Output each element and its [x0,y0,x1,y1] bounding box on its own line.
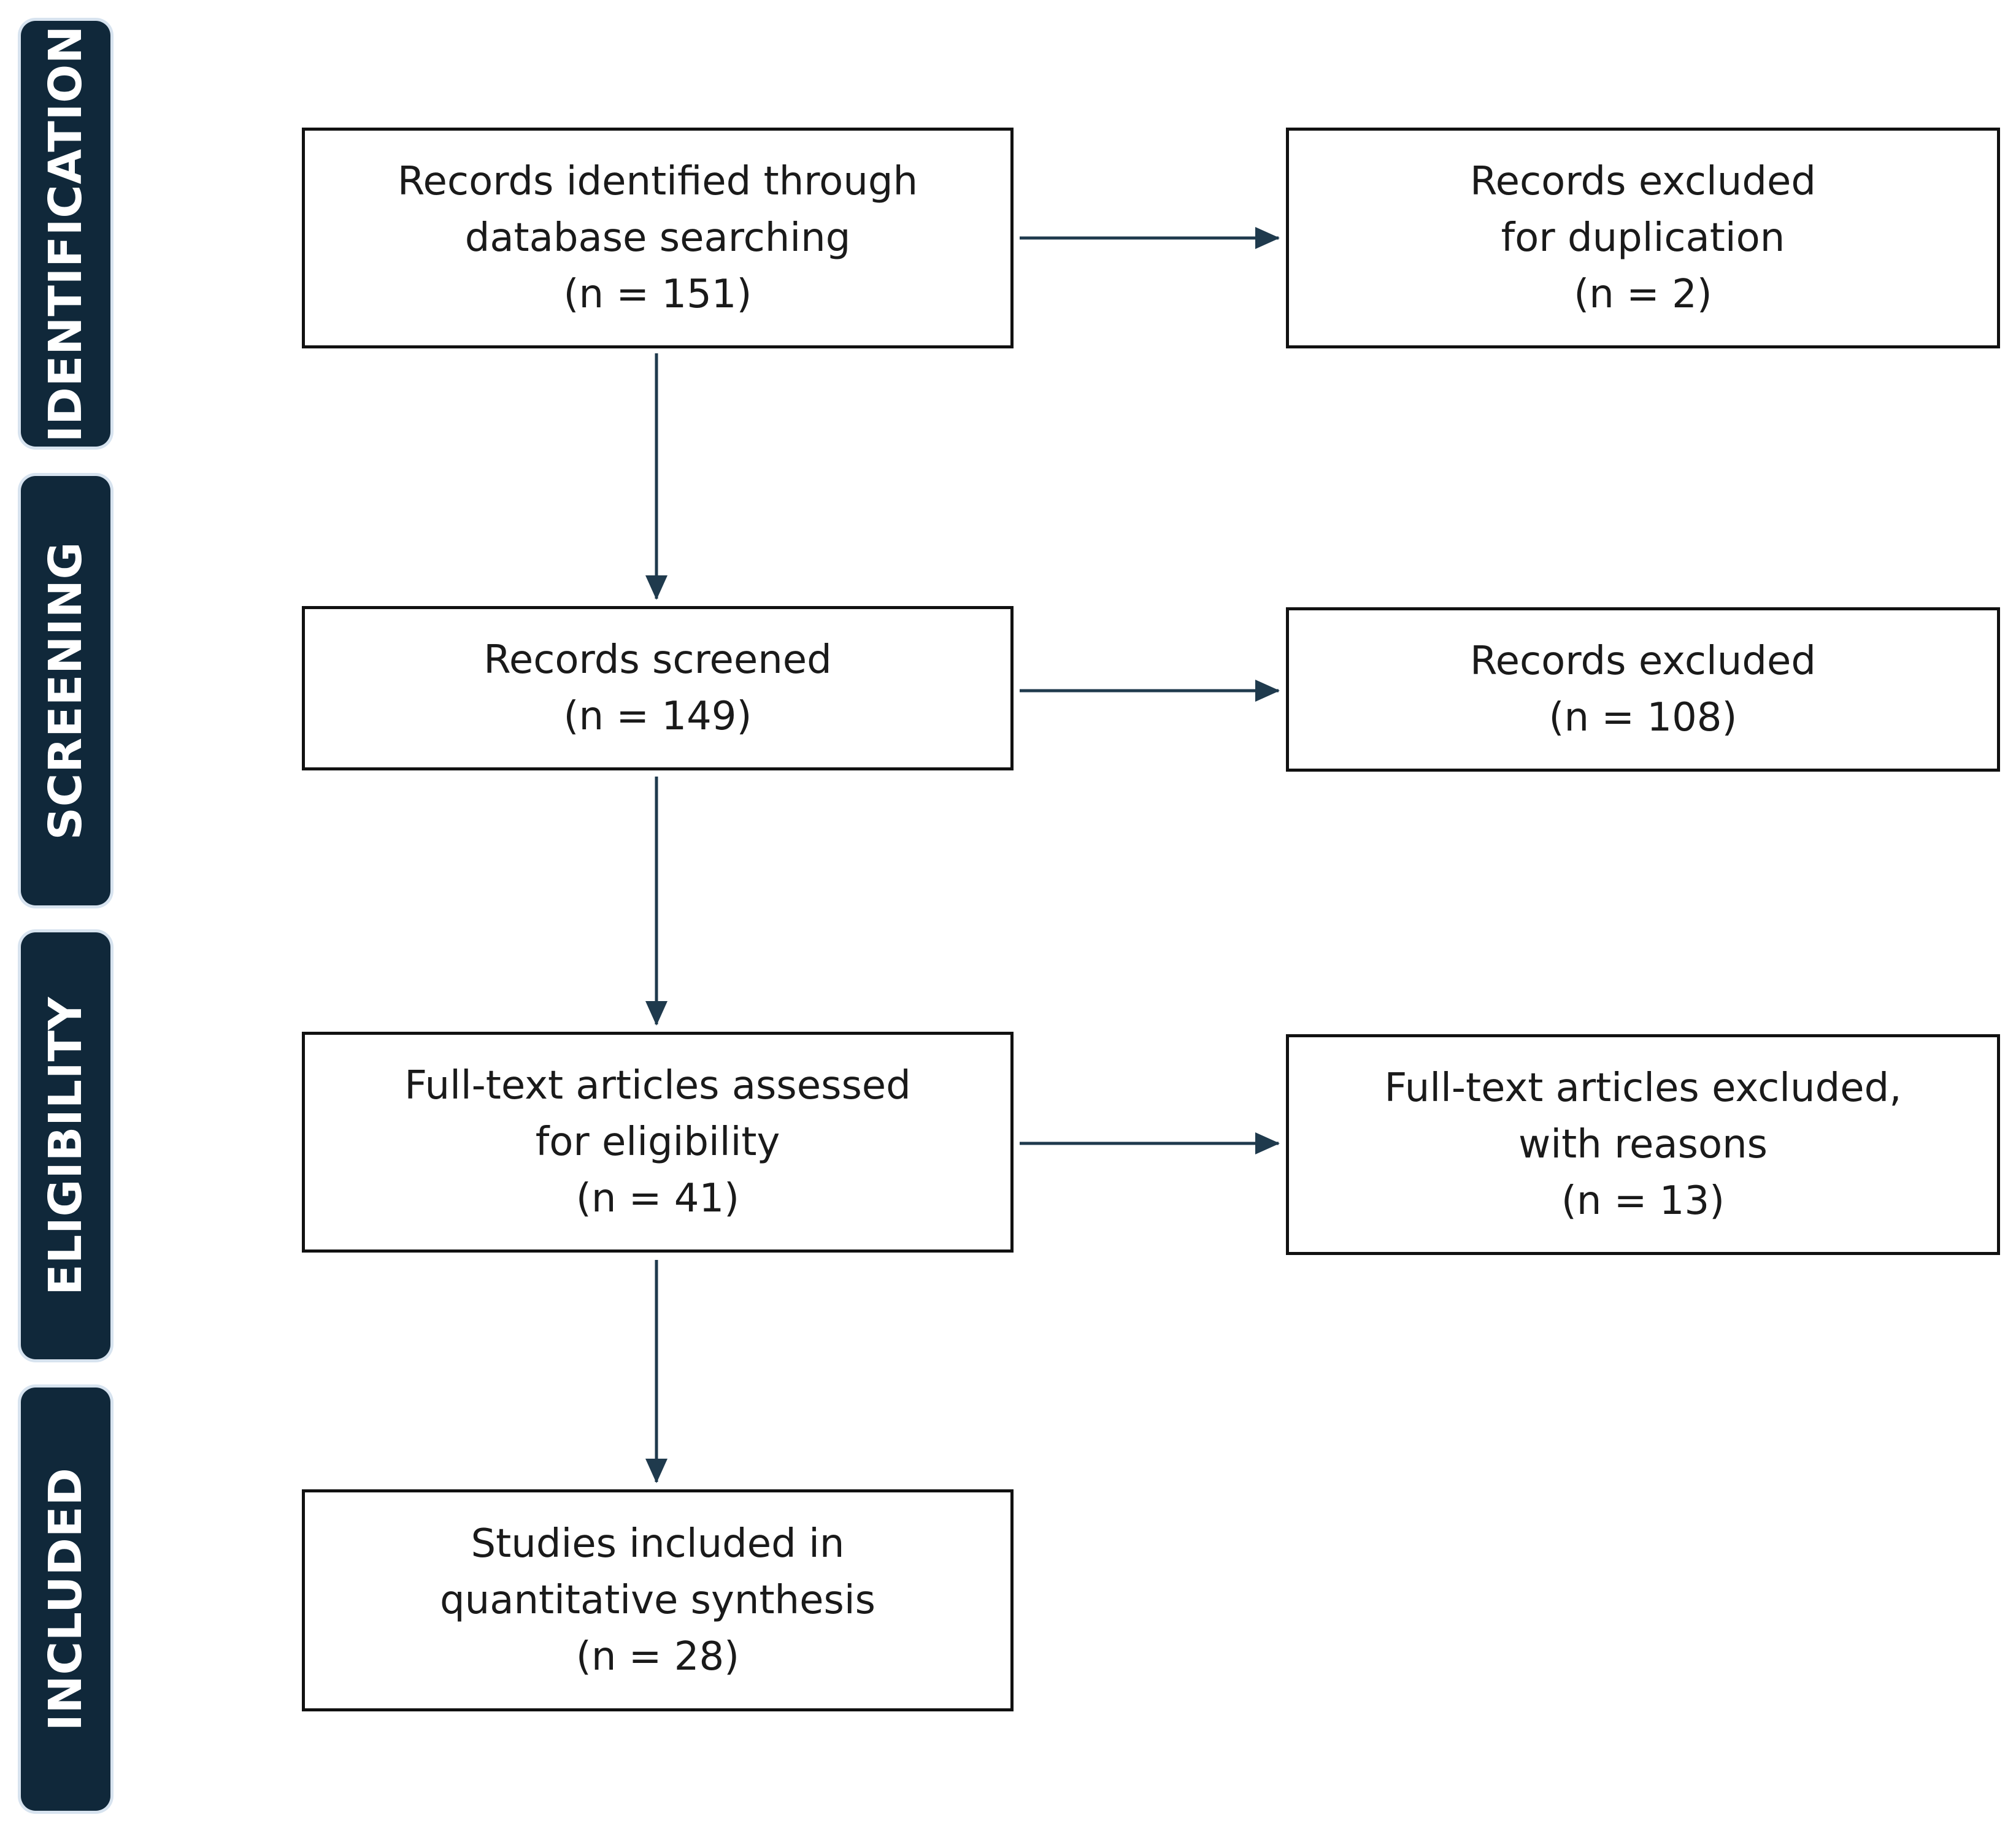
box-count: (n = 41) [575,1176,740,1221]
box-count: (n = 28) [575,1634,740,1679]
box-line: quantitative synthesis [440,1578,875,1623]
box-line: Records identified through [397,159,918,204]
box-line: Records excluded [1470,159,1816,204]
box-records-excluded: Records excluded (n = 108) [1286,607,2000,772]
box-count: (n = 108) [1549,695,1737,740]
box-fulltext-assessed: Full-text articles assessed for eligibil… [302,1032,1014,1253]
box-count: (n = 151) [563,272,752,317]
box-line: for eligibility [535,1119,780,1165]
box-line: Full-text articles assessed [404,1063,911,1108]
phase-tab-identification: IDENTIFICATION [21,21,110,447]
box-studies-included: Studies included in quantitative synthes… [302,1489,1014,1711]
phase-tab-included: INCLUDED [21,1388,110,1811]
box-line: Studies included in [471,1521,845,1567]
box-line: for duplication [1501,215,1785,261]
box-count: (n = 13) [1561,1178,1725,1224]
box-line: Records screened [483,637,832,683]
box-line: Records excluded [1470,639,1816,684]
box-records-identified: Records identified through database sear… [302,128,1014,348]
box-records-screened: Records screened (n = 149) [302,606,1014,770]
box-count: (n = 2) [1574,272,1712,317]
box-line: with reasons [1518,1122,1768,1167]
box-count: (n = 149) [563,694,752,739]
phase-tab-eligibility: ELIGIBILITY [21,932,110,1359]
box-fulltext-excluded: Full-text articles excluded, with reason… [1286,1034,2000,1255]
box-line: database searching [464,215,851,261]
box-line: Full-text articles excluded, [1384,1065,1902,1111]
box-excluded-duplication: Records excluded for duplication (n = 2) [1286,128,2000,348]
phase-tab-screening: SCREENING [21,476,110,905]
